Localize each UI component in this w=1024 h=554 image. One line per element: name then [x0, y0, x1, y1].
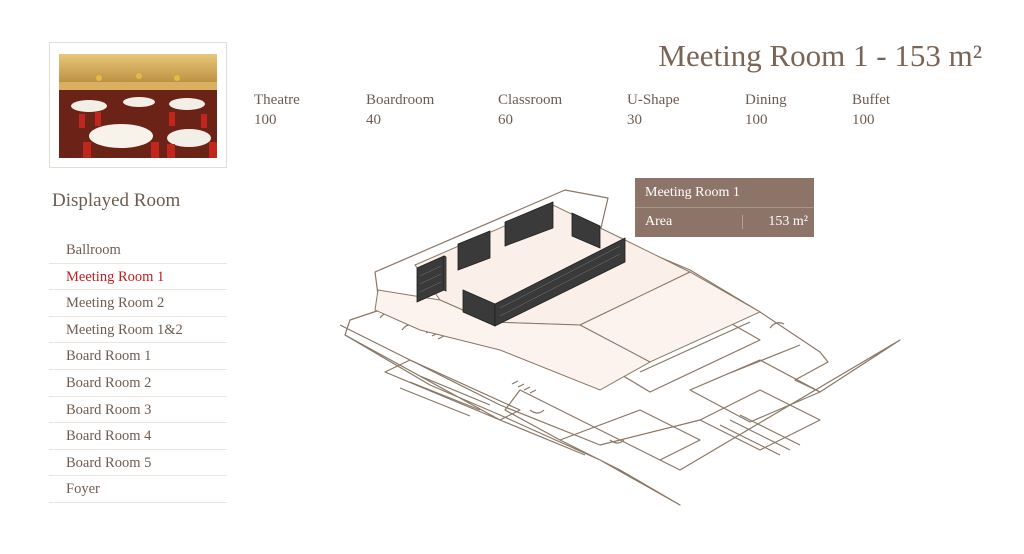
capacity-value: 100 [852, 112, 875, 128]
tooltip-area-value: 153 m² [768, 214, 808, 229]
room-item-board-room-5[interactable]: Board Room 5 [49, 450, 227, 477]
capacity-value: 100 [745, 112, 768, 128]
capacity-value: 40 [366, 112, 381, 128]
room-item-board-room-2[interactable]: Board Room 2 [49, 370, 227, 397]
tooltip-area-row: Area 153 m² [635, 208, 814, 236]
room-item-ballroom[interactable]: Ballroom [49, 237, 227, 264]
capacity-buffet: Buffet 100 [852, 90, 890, 130]
room-item-foyer[interactable]: Foyer [49, 476, 227, 503]
capacity-label: Theatre [254, 92, 300, 108]
capacity-label: Buffet [852, 92, 891, 108]
building-outline [344, 189, 901, 506]
tooltip-separator [742, 215, 743, 229]
capacity-label: Dining [745, 92, 787, 108]
capacity-dining: Dining 100 [745, 90, 787, 130]
capacity-label: Classroom [498, 92, 563, 108]
capacity-theatre: Theatre 100 [254, 90, 300, 130]
tooltip-area-label: Area [645, 214, 673, 229]
capacity-label: U-Shape [627, 92, 680, 108]
room-item-meeting-room-1[interactable]: Meeting Room 1 [49, 264, 227, 291]
capacity-row: Theatre 100 Boardroom 40 Classroom 60 U-… [0, 90, 1024, 134]
room-thumbnail[interactable] [49, 42, 227, 168]
sidebar-title: Displayed Room [52, 190, 181, 211]
tooltip-title: Meeting Room 1 [635, 178, 814, 208]
room-item-board-room-4[interactable]: Board Room 4 [49, 423, 227, 450]
room-item-board-room-1[interactable]: Board Room 1 [49, 343, 227, 370]
capacity-value: 60 [498, 112, 513, 128]
capacity-value: 100 [254, 112, 277, 128]
banquet-room-photo [59, 54, 217, 158]
room-item-meeting-room-1-2[interactable]: Meeting Room 1&2 [49, 317, 227, 344]
floor-plan [339, 189, 901, 506]
capacity-classroom: Classroom 60 [498, 90, 562, 130]
page-title: Meeting Room 1 - 153 m² [658, 38, 982, 73]
room-item-board-room-3[interactable]: Board Room 3 [49, 397, 227, 424]
room-item-meeting-room-2[interactable]: Meeting Room 2 [49, 290, 227, 317]
capacity-boardroom: Boardroom 40 [366, 90, 434, 130]
capacity-u-shape: U-Shape 30 [627, 90, 680, 130]
capacity-label: Boardroom [366, 92, 435, 108]
room-tooltip: Meeting Room 1 Area 153 m² [635, 178, 814, 237]
capacity-value: 30 [627, 112, 642, 128]
room-list: Ballroom Meeting Room 1 Meeting Room 2 M… [49, 237, 227, 503]
